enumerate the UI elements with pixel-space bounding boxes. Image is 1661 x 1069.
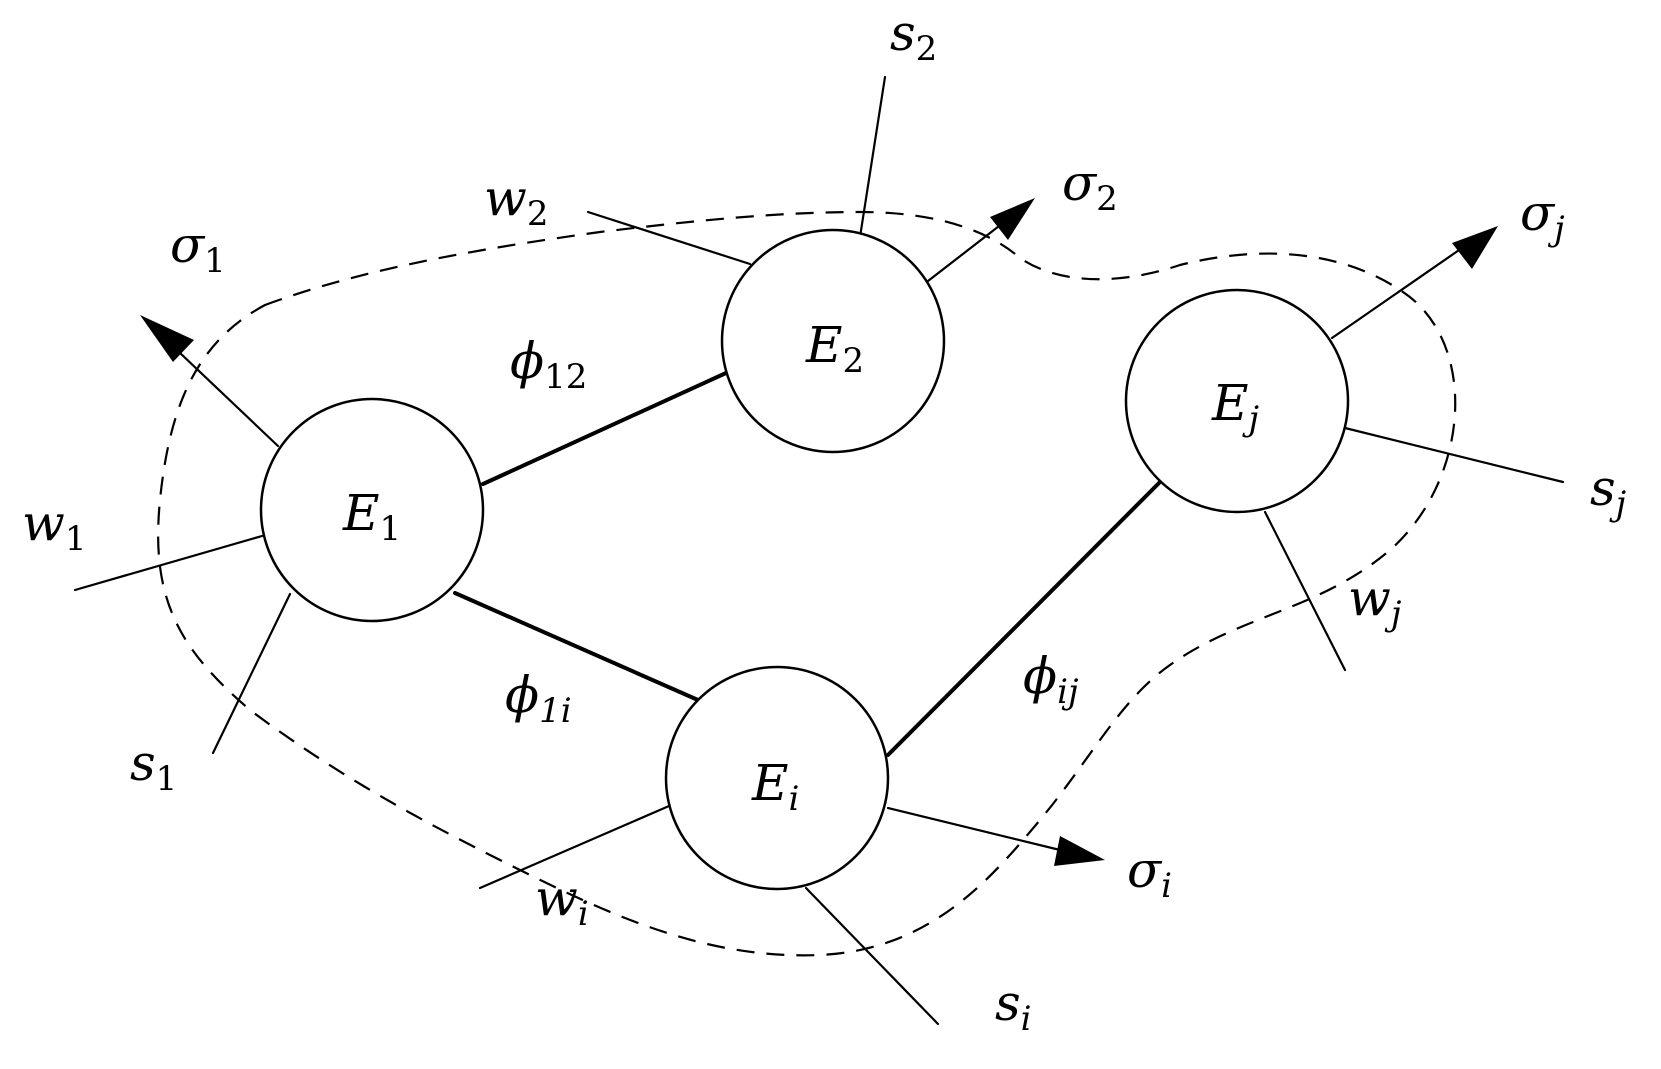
Ei-s-line [804, 886, 940, 1026]
Ei-sigma-arrowhead [1054, 836, 1105, 866]
node-E1 [259, 397, 485, 623]
edge-Ei-Ej [886, 481, 1161, 757]
label-s1: s1 [130, 734, 177, 799]
E1-w-line [73, 534, 264, 592]
label-sj: sj [1590, 459, 1627, 524]
Ej-w-line [1263, 510, 1347, 672]
node-label-E2: E2 [805, 316, 864, 381]
label-sigma2: σ2 [1062, 154, 1118, 219]
label-sigma1: σ1 [170, 216, 226, 281]
E2-s-line [858, 75, 887, 239]
Ei-w-line [478, 804, 671, 890]
node-label-Ei: Ei [751, 754, 799, 819]
node-E2 [720, 228, 946, 454]
system-boundary [157, 210, 1457, 957]
label-w1: w1 [22, 494, 86, 559]
label-w2: w2 [484, 169, 548, 234]
E1-s-line [211, 592, 292, 755]
E2-w-line [586, 210, 752, 266]
node-label-E1: E1 [342, 484, 401, 549]
label-sigmai: σi [1127, 841, 1172, 906]
label-si: si [995, 974, 1032, 1039]
edge-label-phi12: ϕ12 [510, 332, 587, 397]
E2-sigma-arrowhead [990, 198, 1035, 240]
label-sigmaj: σj [1520, 184, 1565, 249]
edge-label-phiij: ϕij [1023, 647, 1079, 712]
Ei-sigma-line [886, 806, 1062, 852]
label-s2: s2 [890, 4, 937, 69]
label-wi: wi [535, 869, 589, 934]
edge-label-phi1i: ϕ1i [505, 666, 572, 731]
Ej-s-line [1343, 426, 1565, 484]
node-Ej [1124, 288, 1350, 514]
node-label-Ej: Ej [1211, 374, 1260, 439]
edge-E1-E2 [481, 371, 728, 486]
Ej-sigma-line [1330, 246, 1464, 340]
label-wj: wj [1348, 569, 1402, 634]
E1-sigma-arrowhead [140, 315, 194, 362]
edge-E1-Ei [453, 591, 700, 702]
Ej-sigma-arrowhead [1452, 226, 1498, 269]
node-Ei [664, 665, 890, 891]
